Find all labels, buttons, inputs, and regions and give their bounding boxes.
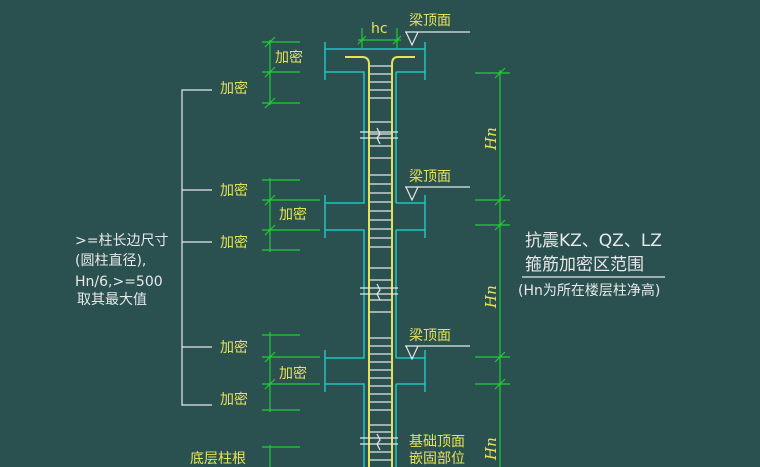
dimension-lines [262,28,510,467]
stirrups [370,65,391,461]
hn-label: Hn [482,437,500,461]
title-line-1: 抗震KZ、QZ、LZ [525,231,662,251]
rule-line-2: (圆柱直径), [75,252,146,269]
dense-label: 加密 [220,80,248,97]
embedded-part-label: 嵌固部位 [409,451,465,467]
bottom-column-root-label: 底层柱根 [190,451,246,467]
concrete-outline [324,42,426,467]
title-note: (Hn为所在楼层柱净高) [518,282,660,299]
dense-label: 加密 [279,206,307,223]
range-bracket [181,89,665,406]
hc-label: hc [371,21,388,37]
foundation-top-label: 基础顶面 [409,433,465,450]
elevation-markers [405,31,470,361]
hn-label: Hn [482,285,500,309]
dense-label: 加密 [220,339,248,356]
title-line-2: 箍筋加密区范围 [525,255,644,275]
hn-label: Hn [482,127,500,151]
rule-line-3: Hn/6,>=500 [75,274,163,290]
beam-top-label-2: 梁顶面 [409,169,451,185]
dense-label: 加密 [220,391,248,408]
dense-label: 加密 [275,49,303,66]
rule-line-1: >=柱长边尺寸 [75,233,168,249]
dense-label: 加密 [279,365,307,382]
longitudinal-rebar [345,56,415,467]
dense-label: 加密 [220,234,248,251]
dense-label: 加密 [220,182,248,199]
beam-top-label-1: 梁顶面 [409,13,451,29]
break-lines [360,127,398,451]
beam-top-label-3: 梁顶面 [409,328,451,344]
rule-line-4: 取其最大值 [77,292,147,308]
